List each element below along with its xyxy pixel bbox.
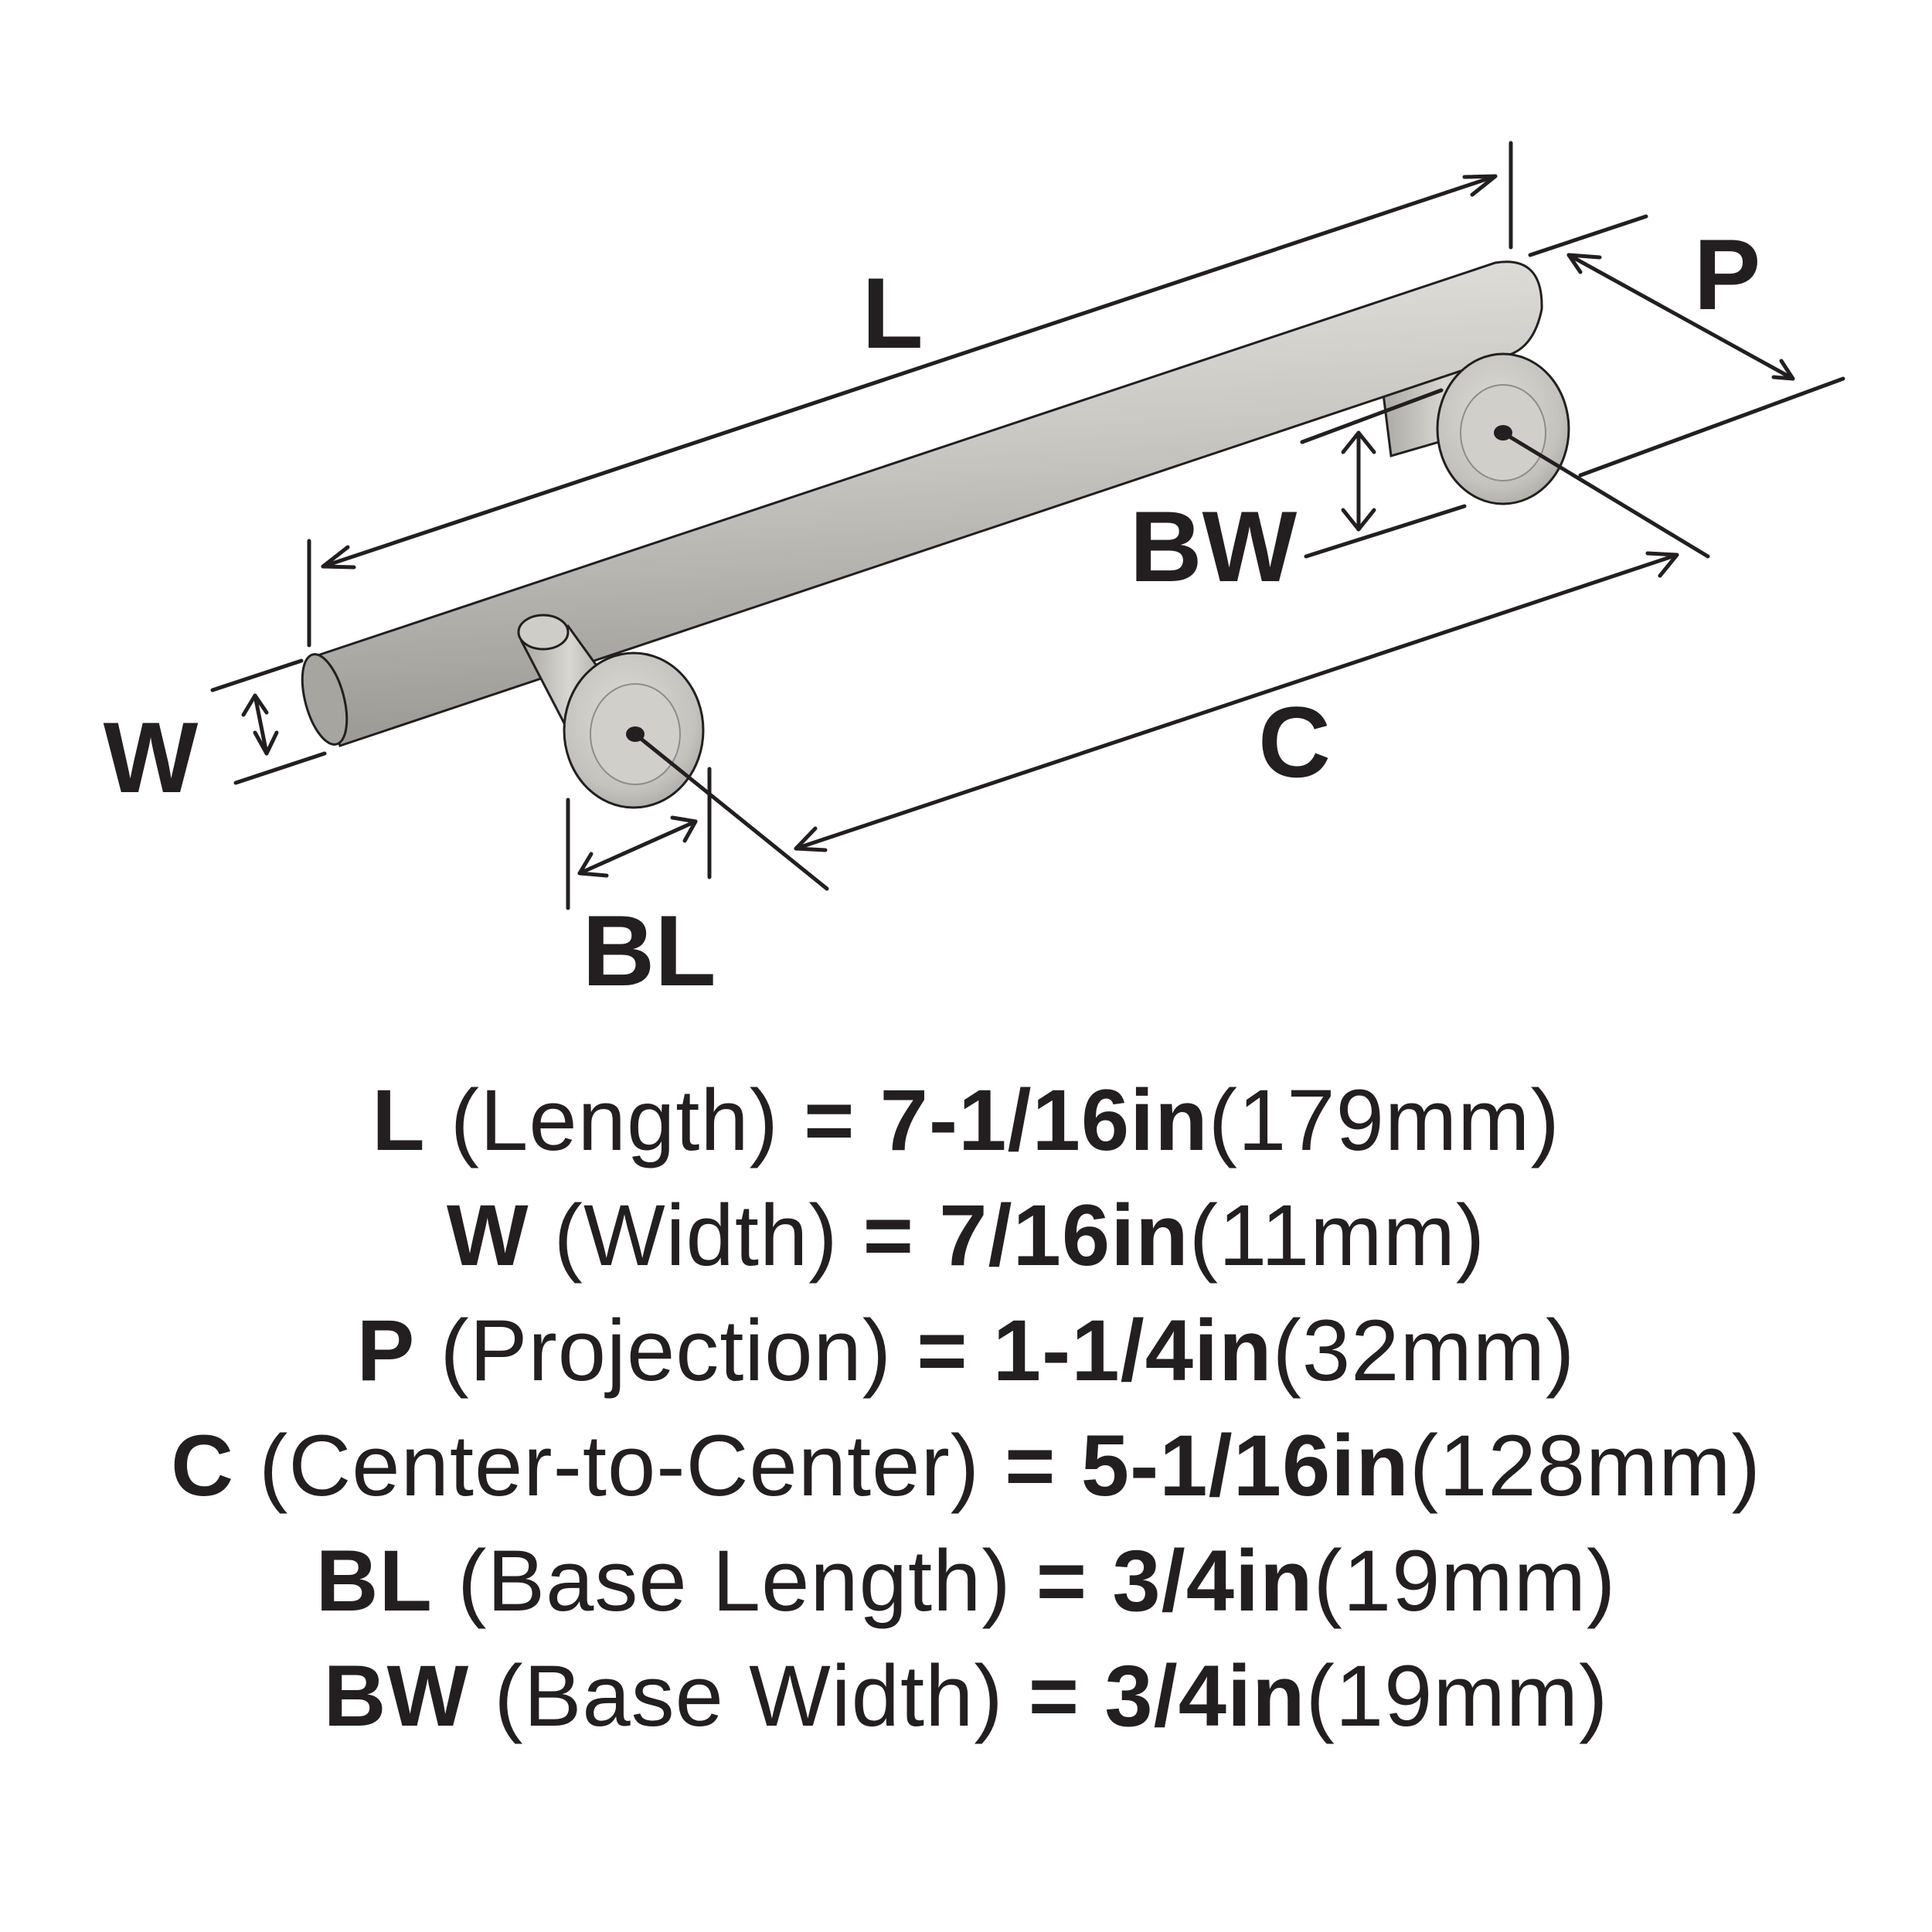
right-base	[1436, 352, 1570, 505]
spec-row-base-width: BW (Base Width) = 3/4in(19mm)	[0, 1638, 1932, 1753]
spec-equals: =	[862, 1187, 915, 1284]
width-dimension: W	[104, 658, 327, 814]
spec-equals: =	[1036, 1532, 1088, 1629]
spec-row-length: L (Length) = 7-1/16in(179mm)	[0, 1063, 1932, 1178]
label-L: L	[862, 257, 923, 369]
label-BW: BW	[1130, 490, 1298, 603]
spec-name: (Base Length)	[457, 1532, 1012, 1629]
base-length-dimension: BL	[566, 767, 716, 1005]
spec-metric: (32mm)	[1272, 1302, 1576, 1399]
spec-name: (Width)	[553, 1187, 838, 1284]
spec-name: (Projection)	[440, 1302, 893, 1399]
spec-equals: =	[1028, 1648, 1080, 1744]
spec-key: C	[171, 1417, 234, 1514]
spec-imperial: 3/4in	[1112, 1532, 1314, 1629]
spec-key: P	[356, 1302, 416, 1399]
spec-imperial: 7-1/16in	[879, 1072, 1209, 1168]
left-base	[563, 651, 705, 809]
spec-key: L	[372, 1072, 426, 1168]
spec-imperial: 5-1/16in	[1080, 1417, 1410, 1514]
label-P: P	[1694, 218, 1761, 331]
handle-bar	[301, 260, 1543, 747]
spec-row-projection: P (Projection) = 1-1/4in(32mm)	[0, 1293, 1932, 1408]
spec-name: (Center-to-Center)	[259, 1417, 981, 1514]
length-dimension: L	[307, 141, 1513, 648]
spec-equals: =	[1005, 1417, 1056, 1514]
label-BL: BL	[582, 894, 716, 1005]
base-width-dimension: BW	[1130, 388, 1467, 603]
spec-name: (Base Width)	[494, 1648, 1004, 1744]
bar-end-cap	[301, 653, 349, 746]
label-C: C	[1258, 685, 1331, 798]
center-to-center-dimension: C	[633, 430, 1710, 891]
spec-row-center-to-center: C (Center-to-Center) = 5-1/16in(128mm)	[0, 1408, 1932, 1523]
spec-name: (Length)	[450, 1072, 779, 1168]
spec-list: L (Length) = 7-1/16in(179mm) W (Width) =…	[0, 1063, 1932, 1753]
spec-key: BW	[323, 1648, 470, 1744]
spec-key: W	[446, 1187, 529, 1284]
dimension-diagram: L P BW W C	[104, 141, 1845, 1005]
spec-imperial: 7/16in	[939, 1187, 1189, 1284]
projection-dimension: P	[1528, 214, 1845, 478]
spec-metric: (19mm)	[1313, 1532, 1617, 1629]
spec-imperial: 3/4in	[1104, 1648, 1306, 1744]
label-W: W	[104, 701, 199, 814]
spec-row-width: W (Width) = 7/16in(11mm)	[0, 1178, 1932, 1293]
spec-metric: (19mm)	[1305, 1648, 1609, 1744]
spec-metric: (179mm)	[1208, 1072, 1560, 1168]
spec-imperial: 1-1/4in	[992, 1302, 1273, 1399]
spec-metric: (128mm)	[1409, 1417, 1761, 1514]
spec-equals: =	[804, 1072, 855, 1168]
spec-key: BL	[315, 1532, 433, 1629]
spec-metric: (11mm)	[1189, 1187, 1486, 1284]
spec-equals: =	[917, 1302, 968, 1399]
spec-row-base-length: BL (Base Length) = 3/4in(19mm)	[0, 1523, 1932, 1638]
